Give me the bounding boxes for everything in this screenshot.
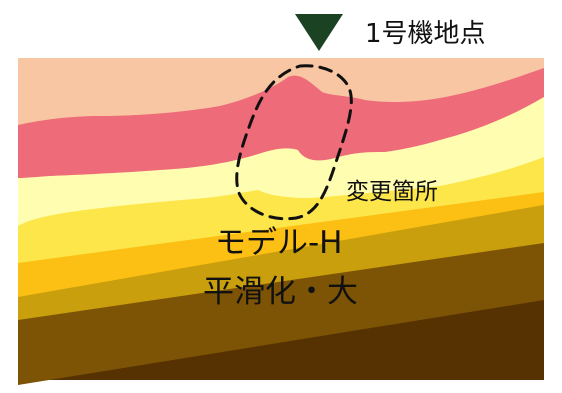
smoothing-label: 平滑化・大 <box>203 274 358 310</box>
changed-area-label: 変更箇所 <box>346 179 438 205</box>
model-label: モデル-H <box>215 225 343 261</box>
strata-surface <box>18 58 544 125</box>
changed-area-outline <box>235 64 353 221</box>
triangle-down-icon <box>295 14 343 51</box>
site-label: 1号機地点 <box>365 19 486 49</box>
